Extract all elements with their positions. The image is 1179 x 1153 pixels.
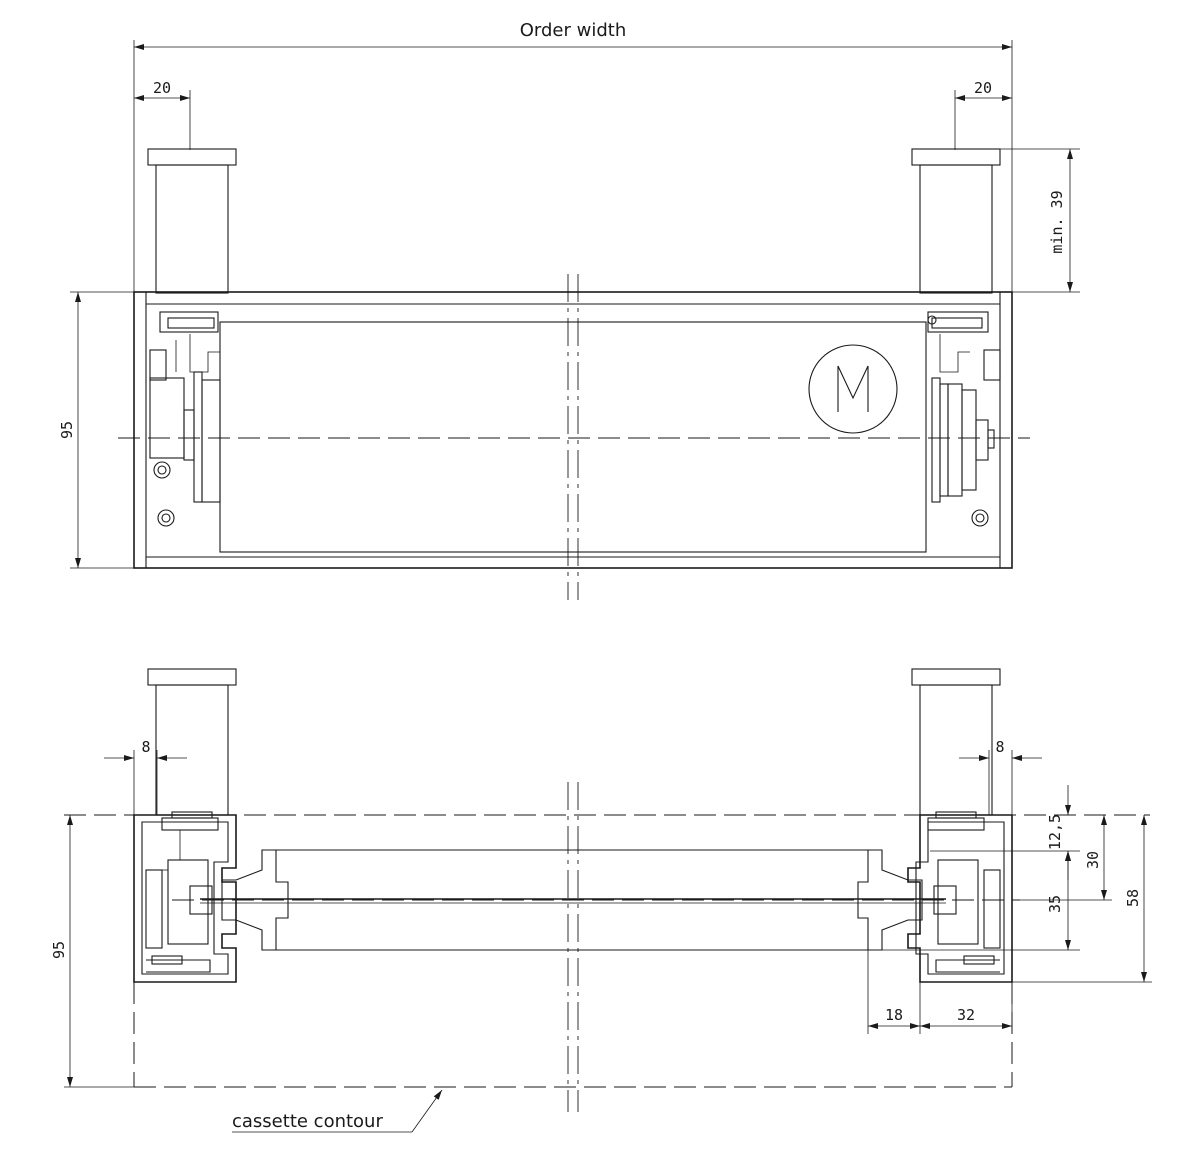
dim-95-bottom: 95 — [50, 815, 134, 1088]
cassette-contour-callout: cassette contour — [232, 1089, 443, 1133]
cassette-contour-outline — [64, 814, 1150, 1088]
dim-30: 30 — [1012, 815, 1112, 901]
cassette-top — [118, 291, 1030, 569]
bottom-view: 8 8 95 — [50, 668, 1152, 1133]
dim-20-left-label: 20 — [153, 79, 171, 97]
break-lines-bottom — [567, 782, 579, 1112]
left-profile-section — [133, 811, 237, 983]
dim-18-label: 18 — [885, 1006, 903, 1024]
dim-min-39: min. 39 — [1000, 148, 1080, 293]
dim-58-label: 58 — [1124, 889, 1142, 907]
dim-18: 18 — [867, 950, 921, 1034]
bracket-top-left — [147, 148, 237, 294]
dim-8-left-label: 8 — [141, 738, 150, 756]
bracket-bottom-right — [911, 668, 1001, 816]
dim-30-label: 30 — [1084, 851, 1102, 869]
dim-12-5-label: 12,5 — [1046, 814, 1064, 850]
dim-20-right-label: 20 — [974, 79, 992, 97]
dim-12-5: 12,5 — [930, 785, 1080, 880]
dim-95-top-label: 95 — [58, 421, 76, 439]
dim-95-top: 95 — [58, 291, 134, 569]
order-width-dimension: Order width — [133, 20, 1013, 292]
bracket-top-right — [911, 148, 1001, 294]
cassette-contour-label: cassette contour — [232, 1111, 383, 1132]
break-lines-top — [567, 274, 579, 600]
order-width-label: Order width — [520, 20, 627, 41]
right-profile-section — [907, 811, 1013, 983]
right-end-mechanism — [927, 311, 1001, 527]
dim-min-39-label: min. 39 — [1048, 190, 1066, 253]
dim-32: 32 — [920, 982, 1013, 1034]
left-end-mechanism — [149, 311, 221, 527]
left-endbar — [221, 849, 289, 951]
dim-8-right-label: 8 — [995, 738, 1004, 756]
top-view: Order width 20 20 min. 39 95 — [58, 20, 1080, 600]
dim-20-left: 20 — [134, 79, 191, 150]
dim-32-label: 32 — [957, 1006, 975, 1024]
dim-20-right: 20 — [954, 79, 1012, 150]
dim-8-left: 8 — [104, 738, 187, 815]
dim-95-bottom-label: 95 — [50, 941, 68, 959]
dim-35-label: 35 — [1046, 895, 1064, 913]
rails — [172, 849, 1020, 951]
motor-symbol — [808, 344, 898, 434]
dim-35: 35 — [868, 851, 1080, 951]
bracket-bottom-left — [147, 668, 237, 816]
dim-58: 58 — [1012, 815, 1152, 983]
dim-8-right: 8 — [959, 738, 1042, 815]
